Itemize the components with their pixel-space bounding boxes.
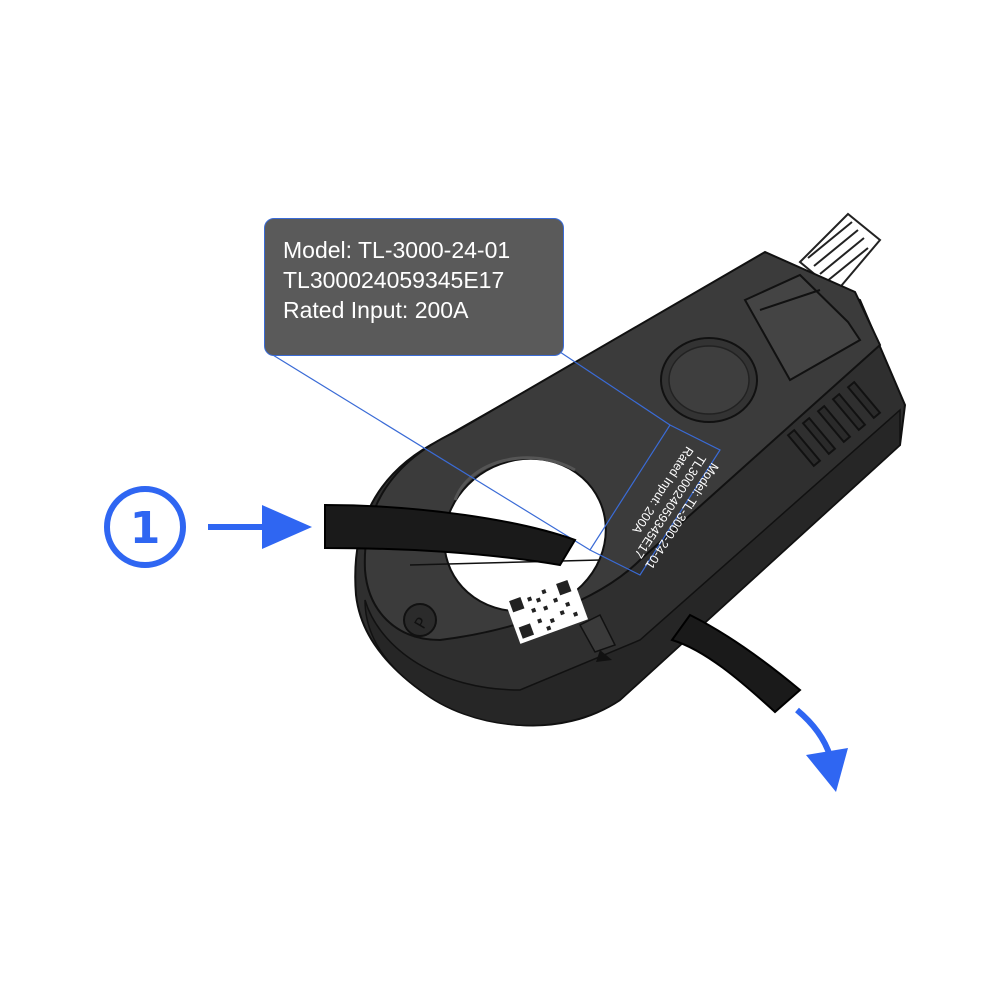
- label-callout: Model: TL-3000-24-01 TL300024059345E17 R…: [264, 218, 564, 356]
- arrow-right-icon: [208, 505, 312, 549]
- callout-model: Model: TL-3000-24-01: [283, 237, 511, 263]
- step-badge: 1: [104, 486, 186, 568]
- step-number: 1: [130, 503, 161, 554]
- arrow-down-right-icon: [795, 707, 848, 792]
- qr-code-icon: [503, 574, 589, 644]
- circled-number-icon: [104, 486, 186, 568]
- connector-spring: [798, 212, 882, 294]
- cable: [324, 503, 802, 714]
- callout-serial: TL300024059345E17: [283, 267, 505, 293]
- callout-rated-input: Rated Input: 200A: [283, 297, 469, 323]
- callout-leader-lines: [267, 351, 671, 551]
